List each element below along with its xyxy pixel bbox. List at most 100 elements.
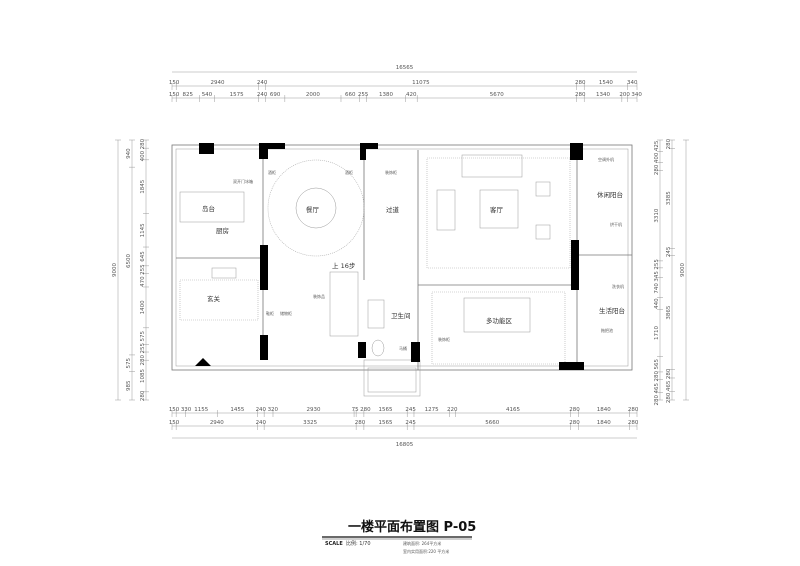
room-foyer: 玄关 bbox=[207, 294, 221, 303]
room-multi-area: 多功能区 bbox=[486, 316, 513, 325]
dimension-value: 340 bbox=[627, 80, 638, 86]
dimension-value: 575 bbox=[140, 330, 146, 341]
note-washer: 洗衣机 bbox=[612, 283, 624, 289]
dimension-value: 940 bbox=[126, 148, 132, 159]
dimension-value: 320 bbox=[268, 407, 279, 413]
dimension-value: 2000 bbox=[306, 92, 320, 98]
dimension-value: 420 bbox=[406, 92, 417, 98]
note-fridge: 双开门冰箱 bbox=[233, 178, 253, 184]
dimension-value: 200 bbox=[619, 92, 630, 98]
dimension-value: 150 bbox=[169, 407, 180, 413]
dimension-value: 1540 bbox=[599, 80, 613, 86]
note-toilet: 马桶 bbox=[399, 345, 407, 351]
dimension-value: 1575 bbox=[230, 92, 244, 98]
dimension-lines: 16565 150 2940 240 11075 280 1540 340 150 825 540 1… bbox=[112, 65, 689, 448]
note-dryer: 烘干机 bbox=[610, 221, 622, 227]
dimension-value: 1840 bbox=[597, 407, 611, 413]
dimension-value: 1455 bbox=[230, 407, 244, 413]
dimension-total-bottom: 16805 bbox=[396, 442, 414, 448]
note-mop: 拖把池 bbox=[601, 327, 613, 333]
dimension-value: 9000 bbox=[112, 263, 118, 277]
dimension-value: 425 bbox=[654, 140, 660, 151]
note-display: 装饰柜 bbox=[385, 169, 397, 175]
dimension-value: 280 bbox=[140, 138, 146, 149]
dimension-value: 255 bbox=[140, 343, 146, 354]
dimension-value: 565 bbox=[654, 358, 660, 369]
dimension-value: 3310 bbox=[654, 208, 660, 222]
dimension-value: 9000 bbox=[680, 263, 686, 277]
dimension-value: 280 bbox=[654, 164, 660, 175]
dimension-value: 280 bbox=[628, 407, 639, 413]
dimension-value: 740 bbox=[654, 283, 660, 294]
note-shoe: 鞋柜 bbox=[266, 310, 274, 316]
dimension-value: 825 bbox=[183, 92, 194, 98]
dimension-value: 1085 bbox=[140, 369, 146, 383]
dimension-value: 280 bbox=[140, 355, 146, 366]
dimension-value: 465 bbox=[666, 380, 672, 391]
dimension-value: 1155 bbox=[194, 407, 208, 413]
dimension-value: 280 bbox=[569, 407, 580, 413]
dimension-value: 6500 bbox=[126, 254, 132, 268]
dimension-value: 75 bbox=[352, 407, 359, 413]
dimension-value: 1565 bbox=[379, 420, 393, 426]
dimension-value: 280 bbox=[140, 390, 146, 401]
dimension-value: 540 bbox=[202, 92, 213, 98]
scale-label: SCALE bbox=[325, 541, 343, 547]
dimension-value: 1380 bbox=[379, 92, 393, 98]
dimension-value: 3325 bbox=[303, 420, 317, 426]
pillars bbox=[195, 143, 584, 370]
room-utility-balcony: 生活阳台 bbox=[599, 306, 625, 315]
room-corridor: 过道 bbox=[386, 205, 400, 214]
dimension-value: 240 bbox=[256, 420, 267, 426]
dimension-value: 400 bbox=[654, 152, 660, 163]
dimension-value: 1565 bbox=[379, 407, 393, 413]
dimension-value: 280 bbox=[666, 138, 672, 149]
dimension-value: 280 bbox=[666, 368, 672, 379]
title-block: 一楼平面布置图 P-05 SCALE 比例: 1/70 建筑面积: 264平方米… bbox=[322, 519, 476, 554]
dimension-value: 400 bbox=[140, 150, 146, 161]
room-labels: 岛台 厨房 餐厅 过道 客厅 休闲阳台 生活阳台 玄关 卫生间 多功能区 上 1… bbox=[202, 190, 625, 325]
area-note: 建筑面积: 264平方米 bbox=[403, 540, 441, 546]
dimension-value: 985 bbox=[126, 380, 132, 391]
dimension-value: 220 bbox=[447, 407, 458, 413]
dimension-value: 645 bbox=[140, 251, 146, 262]
note-cabinet: 酒柜 bbox=[268, 169, 276, 175]
dimension-value: 280 bbox=[575, 92, 586, 98]
dimension-value: 440 bbox=[654, 298, 660, 309]
dimension-value: 1340 bbox=[596, 92, 610, 98]
dimension-value: 690 bbox=[270, 92, 281, 98]
dimension-value: 280 bbox=[654, 394, 660, 405]
usable-area-note: 室内实用面积:220 平方米 bbox=[403, 548, 449, 554]
dimension-value: 280 bbox=[569, 420, 580, 426]
dimension-value: 245 bbox=[405, 407, 416, 413]
annotations: 双开门冰箱 酒柜 酒柜 装饰柜 空调外机 烘干机 洗衣机 拖把池 鞋柜 储物柜 … bbox=[233, 156, 624, 351]
dimension-value: 3865 bbox=[666, 305, 672, 319]
dimension-value: 240 bbox=[257, 80, 268, 86]
scale-value: 比例: 1/70 bbox=[346, 540, 371, 547]
dimension-value: 575 bbox=[126, 357, 132, 368]
room-kitchen: 厨房 bbox=[216, 226, 229, 235]
note-deco: 装饰品 bbox=[313, 293, 325, 299]
drawing-title: 一楼平面布置图 P-05 bbox=[348, 519, 476, 535]
dimension-value: 280 bbox=[654, 370, 660, 381]
dimension-value: 11075 bbox=[412, 80, 430, 86]
dimension-value: 3385 bbox=[666, 191, 672, 205]
walls bbox=[171, 144, 633, 397]
entrance-arrow-icon bbox=[195, 358, 211, 366]
dimension-value: 245 bbox=[405, 420, 416, 426]
dimension-value: 255 bbox=[140, 264, 146, 275]
note-storage: 储物柜 bbox=[280, 310, 292, 316]
dimension-value: 280 bbox=[360, 407, 371, 413]
dimension-value: 1145 bbox=[140, 223, 146, 237]
dimension-value: 255 bbox=[358, 92, 369, 98]
dimension-total-top: 16565 bbox=[396, 65, 414, 71]
dimension-value: 150 bbox=[169, 420, 180, 426]
dimension-value: 1400 bbox=[140, 300, 146, 314]
note-deco2: 装饰柜 bbox=[438, 336, 450, 342]
dimension-value: 1845 bbox=[140, 179, 146, 193]
dimension-value: 470 bbox=[140, 276, 146, 287]
dimension-value: 280 bbox=[575, 80, 586, 86]
dimension-value: 2940 bbox=[210, 420, 224, 426]
dimension-value: 280 bbox=[628, 420, 639, 426]
